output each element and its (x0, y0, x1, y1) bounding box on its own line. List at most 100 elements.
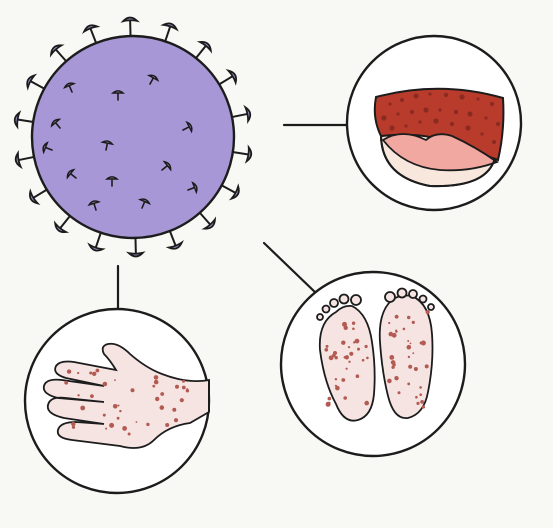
rash-spot (328, 355, 334, 361)
mouth-outline (380, 135, 496, 188)
virus-icon (13, 16, 253, 258)
rash-spot (328, 401, 331, 405)
rash-spot (388, 331, 394, 337)
right-foot-toe (408, 289, 418, 299)
rash-spot (357, 347, 360, 351)
rash-spot (102, 381, 108, 387)
rash-spot (425, 310, 430, 315)
virus-surface-mark-head (110, 90, 126, 94)
rash-spot (175, 384, 179, 389)
virus-spike-head (243, 104, 252, 124)
virus-spike-head (225, 68, 237, 86)
rash-spot (341, 378, 346, 382)
rash-spot (407, 355, 411, 359)
mouth-sore-spot (489, 101, 495, 107)
rash-spot (135, 421, 138, 423)
rash-spot (77, 394, 80, 397)
feet-rash-icon (316, 287, 435, 422)
virus-spike-head (160, 22, 179, 32)
rash-spot (105, 427, 108, 430)
rash-spot (146, 422, 150, 427)
rash-spot (116, 416, 120, 420)
rash-spot (89, 371, 93, 375)
rash-spot (411, 320, 415, 324)
virus-surface-mark (68, 84, 73, 93)
mouth-sore-spot (404, 124, 408, 128)
virus-spike-head (196, 40, 213, 54)
mouth-sore-spot (388, 102, 392, 106)
virus-spike-head (29, 188, 41, 206)
virus-surface-mark (54, 121, 61, 129)
rash-spot (109, 422, 115, 428)
rash-spot (389, 355, 395, 360)
rash-spot (179, 398, 184, 403)
rash-spot (406, 344, 412, 350)
rash-spot (343, 356, 347, 359)
rash-spot (155, 396, 160, 402)
rash-spot (407, 340, 410, 342)
rash-spot (172, 407, 177, 412)
mouth-sore-spot (467, 111, 473, 117)
virus-spike-head (126, 251, 146, 258)
virus-surface-mark (182, 126, 191, 131)
rash-spot (392, 363, 396, 367)
rash-spot (66, 369, 72, 374)
mouth-sores-panel (345, 34, 523, 212)
rash-spot (408, 364, 413, 369)
mouth-sore-spot (396, 112, 400, 116)
virus-body (30, 34, 236, 240)
mouth-sore-spot (476, 97, 480, 101)
mouth-sore-spot (423, 107, 429, 113)
rash-spot (424, 364, 429, 369)
mouth-sore-spot (443, 92, 449, 98)
left-foot (316, 293, 376, 422)
tongue (381, 133, 499, 172)
rash-spot (348, 360, 351, 363)
rash-spot (71, 421, 76, 427)
rash-spot (327, 396, 332, 401)
virus-surface-mark-head (100, 140, 115, 146)
hand-rash-spots (64, 368, 190, 436)
rash-spot (324, 348, 329, 352)
rash-spot (387, 378, 392, 384)
mouth-spots (381, 92, 501, 145)
virus-spike-head (82, 24, 101, 34)
left-foot-toe (316, 313, 324, 321)
rash-spot (419, 341, 423, 345)
feet-rash-spots (324, 310, 430, 409)
mouth-sore-spot (465, 125, 471, 131)
mouth-sore-spot (495, 121, 501, 127)
virus-spike-head (165, 240, 184, 250)
virus-spike-head (244, 144, 253, 164)
rash-spot (130, 388, 135, 393)
rash-spot (159, 405, 165, 410)
mouth-sore-spot (413, 93, 419, 99)
virus-surface-markings (42, 74, 198, 211)
virus-spike-head (87, 242, 106, 252)
virus-surface-mark-head (63, 82, 77, 89)
virus-surface-mark (187, 186, 196, 191)
rash-spot (181, 385, 186, 390)
left-foot-toe (329, 298, 339, 308)
mouth-sores-icon (373, 87, 505, 188)
hand-rash-icon (42, 342, 210, 449)
virus-surface-mark-head (137, 198, 151, 205)
mouth-sore-spot (399, 97, 405, 103)
virus-spike-head (49, 44, 65, 58)
rash-spot (394, 314, 399, 319)
hand-shape (42, 342, 210, 449)
right-foot (378, 287, 435, 419)
left-foot-toe (350, 294, 362, 306)
right-foot-toe (384, 291, 396, 303)
rash-spot (344, 355, 349, 360)
rash-spot (153, 375, 159, 380)
rash-spot (343, 396, 348, 400)
rash-spot (419, 393, 423, 397)
rash-spot (416, 401, 420, 405)
rash-spot (185, 389, 190, 393)
rash-spot (90, 394, 94, 398)
rash-spot (352, 327, 355, 331)
mouth-sore-spot (484, 116, 488, 120)
rash-spot (95, 368, 100, 373)
